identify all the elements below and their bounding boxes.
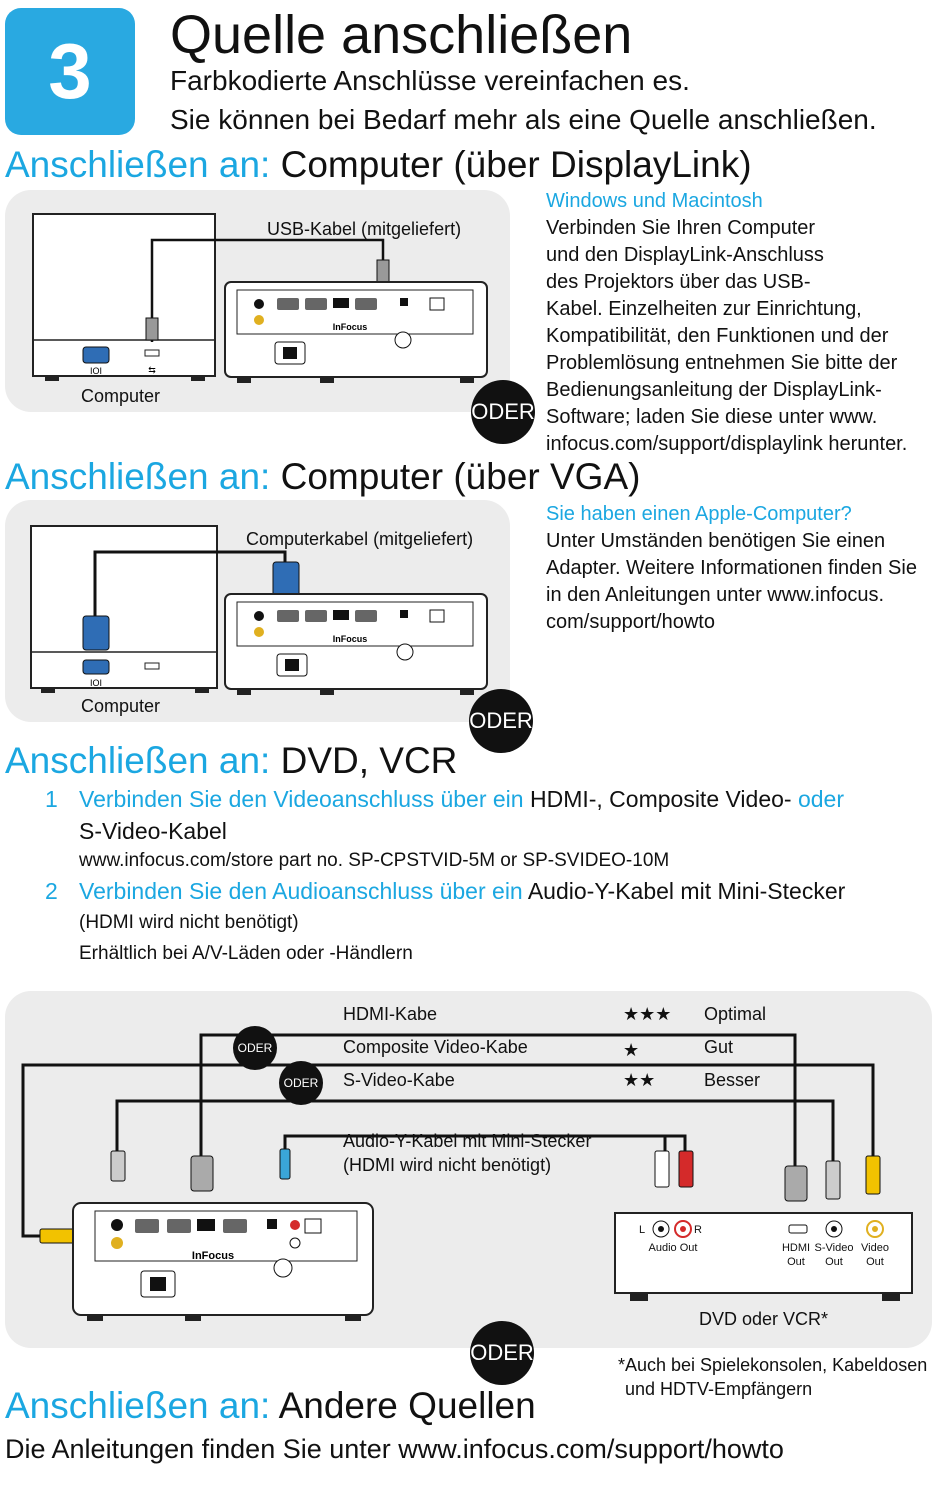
footnote-line-1: *Auch bei Spielekonsolen, Kabeldosen bbox=[618, 1355, 928, 1375]
subtitle-line-1: Farbkodierte Anschlüsse vereinfachen es. bbox=[170, 65, 690, 96]
svg-text:IOI: IOI bbox=[90, 366, 102, 376]
hdmi-out-label: HDMI Out bbox=[781, 1242, 811, 1268]
cable-rating: Besser bbox=[704, 1070, 761, 1090]
displaylink-line: Kompatibilität, den Funktionen und der bbox=[546, 325, 889, 347]
cable-stars: ★★ bbox=[623, 1070, 656, 1090]
cable-name: Composite Video-Kabe bbox=[343, 1037, 528, 1057]
vga-line: Unter Umständen benötigen Sie einen bbox=[546, 530, 886, 552]
displaylink-line: Kabel. Einzelheiten zur Einrichtung, bbox=[546, 298, 862, 320]
displaylink-heading-text: Computer (über DisplayLink) bbox=[280, 144, 752, 185]
cable-stars: ★★★ bbox=[623, 1004, 672, 1024]
svg-text:InFocus: InFocus bbox=[192, 1250, 234, 1262]
oder-badge-small: ODER bbox=[233, 1026, 277, 1070]
step-2-note-1: (HDMI wird nicht benötigt) bbox=[79, 912, 299, 933]
cable-stars: ★ bbox=[623, 1040, 640, 1060]
av-diagram-panel: InFocus HDMI-Kabe ★★★ Optimal Composite … bbox=[5, 991, 932, 1348]
cable-name: S-Video-Kabe bbox=[343, 1070, 455, 1090]
displaylink-line: Verbinden Sie Ihren Computer bbox=[546, 217, 816, 239]
vga-diagram-panel: IOI InFocus Computerkabel (mitgeliefert)… bbox=[5, 500, 510, 722]
vga-line: in den Anleitungen unter www.infocus. bbox=[546, 584, 884, 606]
other-heading: Anschließen an: Andere Quellen bbox=[5, 1386, 536, 1426]
subtitle-line-2: Sie können bei Bedarf mehr als eine Quel… bbox=[170, 104, 877, 135]
other-heading-text: Andere Quellen bbox=[278, 1385, 536, 1426]
vga-diagram: IOI InFocus bbox=[30, 525, 488, 695]
oder-badge: ODER bbox=[471, 380, 535, 444]
displaylink-line: und den DisplayLink-Anschluss bbox=[546, 244, 824, 266]
other-instructions: Die Anleitungen finden Sie unter www.inf… bbox=[5, 1434, 784, 1464]
dvd-heading: Anschließen an: DVD, VCR bbox=[5, 741, 457, 781]
displaylink-side-title: Windows und Macintosh bbox=[546, 190, 763, 212]
projector-illustration: InFocus bbox=[72, 1202, 374, 1321]
step-number-badge: 3 bbox=[5, 8, 135, 135]
oder-badge: ODER bbox=[469, 689, 533, 753]
oder-badge: ODER bbox=[470, 1321, 534, 1385]
vga-side-title: Sie haben einen Apple-Computer? bbox=[546, 503, 852, 525]
av-connection-diagram: InFocus bbox=[21, 1033, 913, 1321]
connect-prefix: Anschließen an: bbox=[5, 740, 271, 781]
displaylink-line: Problemlösung entnehmen Sie bitte der bbox=[546, 352, 898, 374]
displaylink-line: Software; laden Sie diese unter www. bbox=[546, 406, 878, 428]
cable-rating: Optimal bbox=[704, 1004, 767, 1024]
computer-label: Computer bbox=[81, 696, 161, 716]
connect-prefix: Anschließen an: bbox=[5, 456, 271, 497]
connect-prefix: Anschließen an: bbox=[5, 144, 271, 185]
footnote-line-2: und HDTV-Empfängern bbox=[625, 1379, 813, 1399]
audio-cable-label: Audio-Y-Kabel mit Mini-Stecker bbox=[343, 1131, 592, 1151]
usb-cable-label: USB-Kabel (mitgeliefert) bbox=[267, 219, 462, 239]
svideo-out-label: S-Video Out bbox=[814, 1242, 854, 1268]
oder-badge-small: ODER bbox=[279, 1061, 323, 1105]
step-2-text: Verbinden Sie den Audioanschluss über ei… bbox=[79, 878, 846, 904]
page-title: Quelle anschließen bbox=[170, 5, 633, 65]
step-1-number: 1 bbox=[45, 786, 58, 812]
step-1-line-2: S-Video-Kabel bbox=[79, 818, 227, 844]
cable-name: HDMI-Kabe bbox=[343, 1004, 438, 1024]
connect-prefix: Anschließen an: bbox=[5, 1385, 271, 1426]
vga-heading: Anschließen an: Computer (über VGA) bbox=[5, 457, 640, 497]
displaylink-line: infocus.com/support/displaylink herunter… bbox=[546, 433, 908, 455]
displaylink-side-text: Windows und Macintosh Verbinden Sie Ihre… bbox=[546, 188, 946, 458]
audio-l-label: L bbox=[639, 1224, 646, 1236]
step-1-note: www.infocus.com/store part no. SP-CPSTVI… bbox=[79, 850, 670, 871]
computer-label: Computer bbox=[81, 386, 161, 406]
svg-text:IOI: IOI bbox=[90, 678, 102, 688]
vga-cable-label: Computerkabel (mitgeliefert) bbox=[246, 529, 474, 549]
vga-line: com/support/howto bbox=[546, 611, 715, 633]
dvd-heading-text: DVD, VCR bbox=[280, 740, 458, 781]
projector-illustration: InFocus bbox=[224, 593, 488, 695]
displaylink-line: Bedienungsanleitung der DisplayLink- bbox=[546, 379, 882, 401]
svg-text:InFocus: InFocus bbox=[333, 634, 368, 644]
step-1-text: Verbinden Sie den Videoanschluss über ei… bbox=[79, 786, 845, 812]
displaylink-line: des Projektors über das USB- bbox=[546, 271, 811, 293]
svg-text:⇆: ⇆ bbox=[148, 365, 156, 375]
vga-side-text: Sie haben einen Apple-Computer? Unter Um… bbox=[546, 501, 946, 636]
displaylink-diagram-panel: IOI ⇆ InFocus USB-Kabel (mitgel bbox=[5, 190, 510, 412]
displaylink-diagram: IOI ⇆ InFocus bbox=[32, 213, 488, 383]
audio-out-label: Audio Out bbox=[648, 1242, 698, 1254]
dvd-device-illustration bbox=[614, 1212, 913, 1301]
step-2-number: 2 bbox=[45, 878, 58, 904]
cable-rating: Gut bbox=[704, 1037, 734, 1057]
dvd-device-label: DVD oder VCR* bbox=[699, 1309, 829, 1329]
displaylink-heading: Anschließen an: Computer (über DisplayLi… bbox=[5, 145, 752, 185]
vga-line: Adapter. Weitere Informationen finden Si… bbox=[546, 557, 917, 579]
projector-illustration: InFocus bbox=[224, 281, 488, 383]
step-2-note-2: Erhältlich bei A/V-Läden oder -Händlern bbox=[79, 943, 413, 964]
vga-heading-text: Computer (über VGA) bbox=[280, 456, 641, 497]
audio-r-label: R bbox=[694, 1224, 702, 1236]
svg-text:InFocus: InFocus bbox=[333, 322, 368, 332]
audio-cable-note: (HDMI wird nicht benötigt) bbox=[343, 1155, 552, 1175]
video-out-label: Video Out bbox=[861, 1242, 889, 1268]
